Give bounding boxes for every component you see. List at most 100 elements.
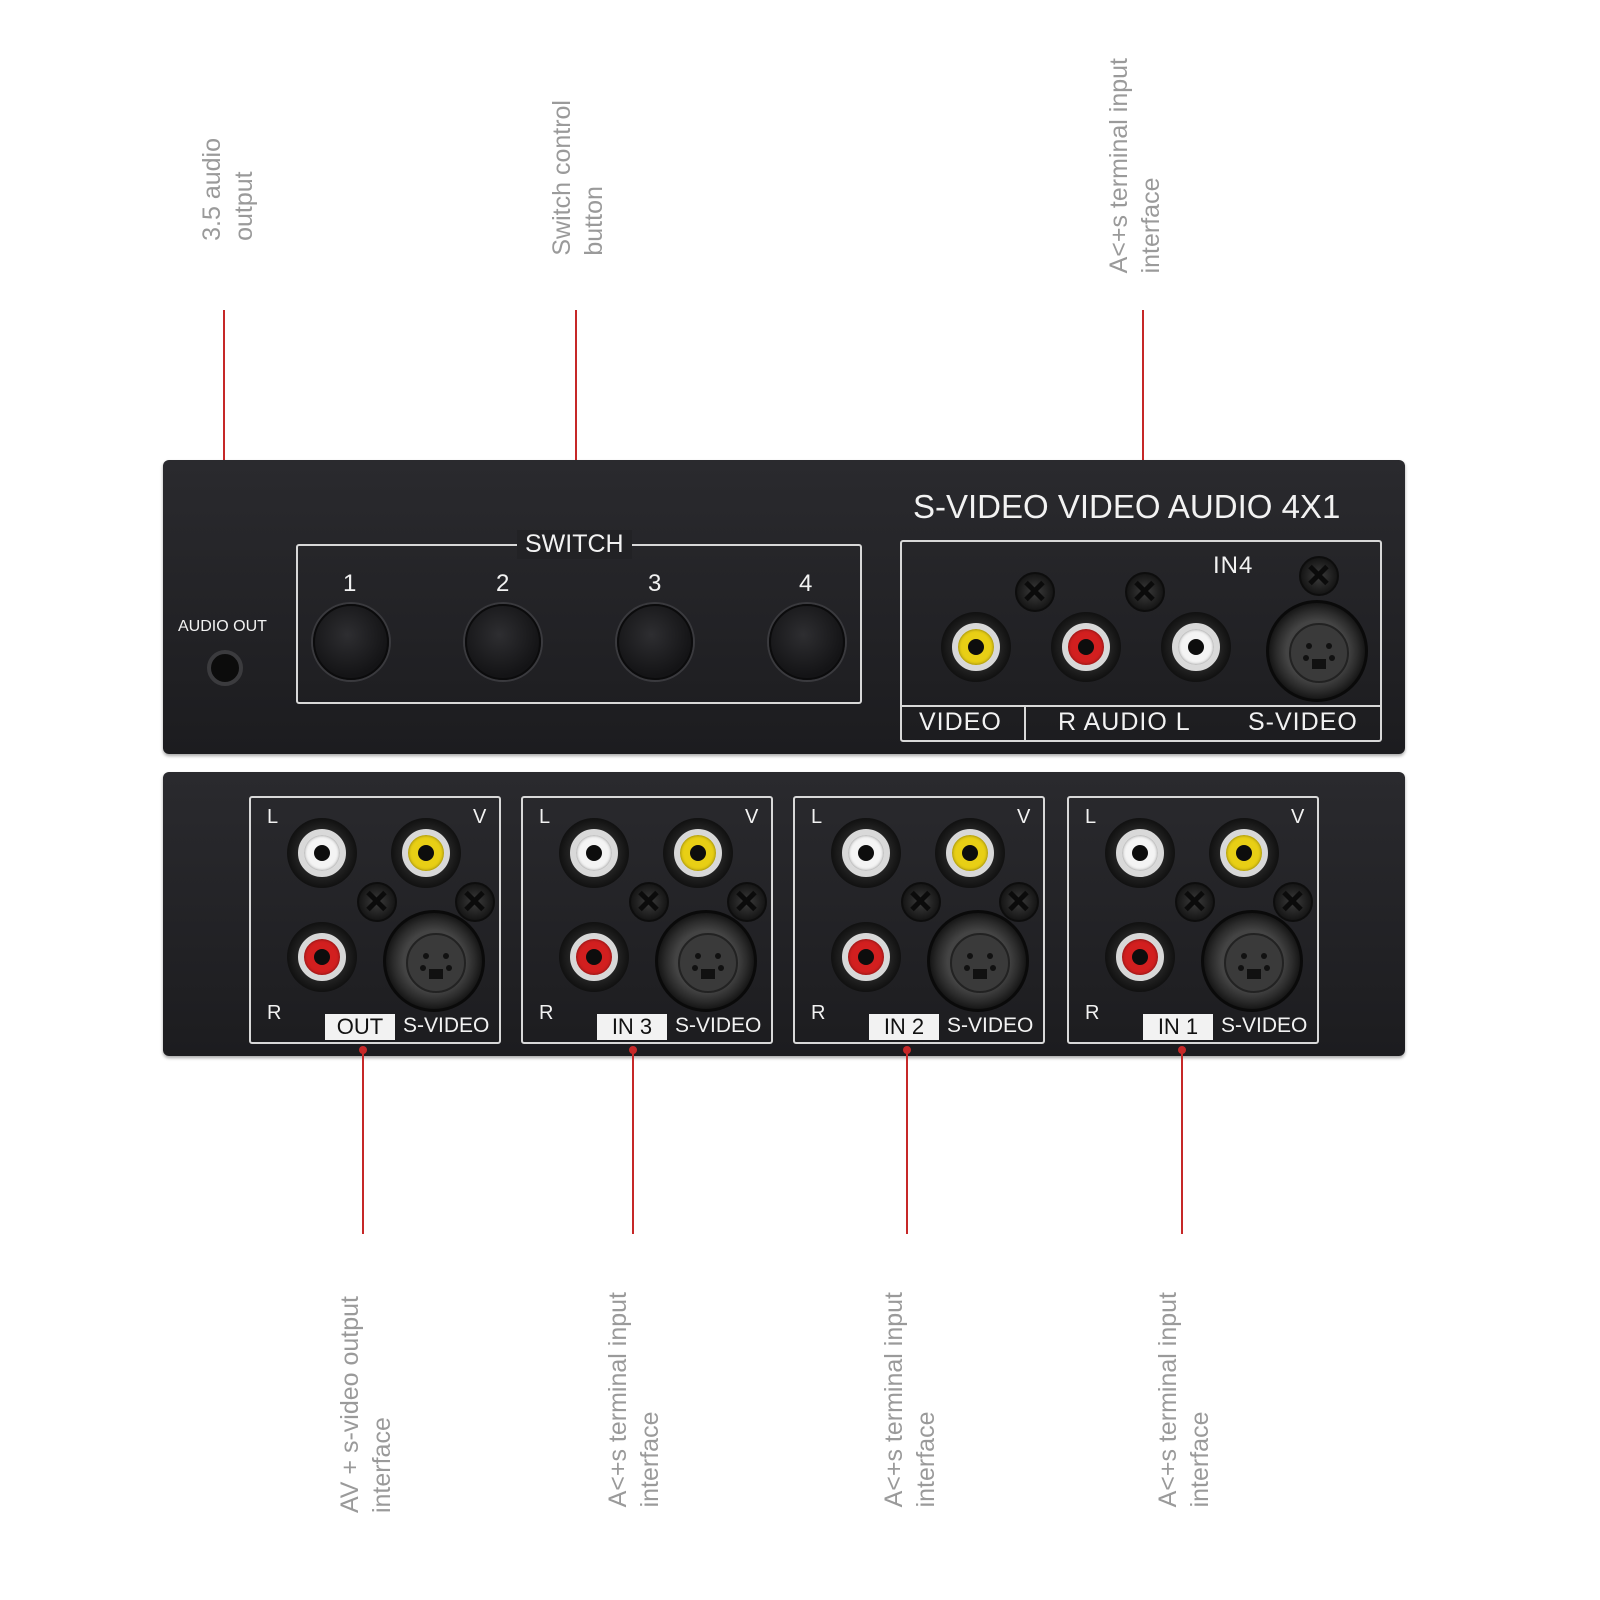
in4-audio-l-jack[interactable] [1161,612,1231,682]
svideo-pin [695,953,701,959]
port-audio-r-jack[interactable] [1105,922,1175,992]
port-audio-l-jack[interactable] [559,818,629,888]
port-svideo-jack[interactable] [383,910,485,1012]
rca-ring [570,933,618,981]
port-l-label: L [1085,806,1097,828]
port-audio-l-jack[interactable] [1105,818,1175,888]
svideo-pin [718,965,724,971]
leader-line [223,310,225,590]
callout-line: A<+s terminal input [880,1292,908,1508]
rca-ring [842,829,890,877]
callout-line: Switch control [548,100,576,256]
screw-icon [999,882,1039,922]
rca-pin [314,949,330,965]
rca-ring [674,829,722,877]
callout-line: interface [1137,177,1165,274]
svideo-pin [1326,643,1332,649]
switch-button-2[interactable] [465,604,541,680]
in4-audio-r-jack[interactable] [1051,612,1121,682]
switch-button-3[interactable] [617,604,693,680]
rca-ring [842,933,890,981]
port-video-jack[interactable] [391,818,461,888]
port-video-jack[interactable] [663,818,733,888]
port-svideo-jack[interactable] [655,910,757,1012]
switch-button-4[interactable] [769,604,845,680]
svideo-pin [420,965,426,971]
leader-line [1142,310,1144,480]
callout-switch-button: Switch control button [546,100,610,256]
port-name-label: IN 2 [869,1014,939,1040]
svideo-pin [967,953,973,959]
in4-video-jack[interactable] [941,612,1011,682]
port-r-label: R [539,1002,554,1024]
switch-number: 2 [496,570,510,597]
rca-pin [314,845,330,861]
svideo-key [1312,659,1326,669]
leader-line [1181,1050,1183,1234]
audio-out-jack[interactable] [207,650,243,686]
port-r-label: R [267,1002,282,1024]
rca-pin [690,845,706,861]
rca-pin [586,949,602,965]
rca-ring [946,829,994,877]
switch-number: 4 [799,570,813,597]
port-audio-r-jack[interactable] [559,922,629,992]
port-svideo-jack[interactable] [1201,910,1303,1012]
screw-icon [1299,556,1339,596]
rca-pin [858,949,874,965]
callout-line: A<+s terminal input [1105,58,1133,274]
in4-audio-label: R AUDIO L [1058,708,1191,736]
screw-icon [455,882,495,922]
port-audio-r-jack[interactable] [831,922,901,992]
switch-button-1[interactable] [313,604,389,680]
callout-line: interface [368,1417,396,1514]
rca-pin [1132,949,1148,965]
in4-video-label: VIDEO [919,708,1002,736]
leader-line [632,1050,634,1234]
in4-divider [1024,707,1026,740]
rca-pin [968,639,984,655]
back-panel: L V R OUT S-VIDEO L V R [163,772,1405,1056]
rca-ring [298,933,346,981]
screw-icon [727,882,767,922]
svideo-pin [423,953,429,959]
callout-line: A<+s terminal input [1154,1292,1182,1508]
screw-icon [1015,572,1055,612]
callout-line: button [580,186,608,256]
svideo-socket [678,933,738,993]
port-svideo-jack[interactable] [927,910,1029,1012]
port-group-in2: L V R IN 2 S-VIDEO [793,796,1045,1044]
svideo-key [701,969,715,979]
svideo-pin [987,953,993,959]
rca-pin [418,845,434,861]
port-audio-l-jack[interactable] [287,818,357,888]
rca-pin [858,845,874,861]
rca-pin [962,845,978,861]
svideo-pin [443,953,449,959]
port-r-label: R [811,1002,826,1024]
port-video-jack[interactable] [935,818,1005,888]
port-audio-r-jack[interactable] [287,922,357,992]
audio-out-label: AUDIO OUT [178,618,267,635]
port-v-label: V [1017,806,1031,828]
port-name-label: IN 1 [1143,1014,1213,1040]
in4-svideo-jack[interactable] [1266,600,1368,702]
svideo-socket [950,933,1010,993]
port-audio-l-jack[interactable] [831,818,901,888]
svideo-pin [990,965,996,971]
svideo-socket [1224,933,1284,993]
svideo-pin [1238,965,1244,971]
rca-ring [1116,829,1164,877]
in4-group [900,540,1382,742]
screw-icon [1273,882,1313,922]
port-video-jack[interactable] [1209,818,1279,888]
svideo-pin [692,965,698,971]
port-v-label: V [1291,806,1305,828]
rca-ring [952,623,1000,671]
leader-line [362,1050,364,1234]
rca-ring [1116,933,1164,981]
callout-in2-interface: A<+s terminal input interface [878,1292,942,1507]
rca-pin [1188,639,1204,655]
port-svideo-label: S-VIDEO [947,1014,1034,1037]
screw-icon [1125,572,1165,612]
